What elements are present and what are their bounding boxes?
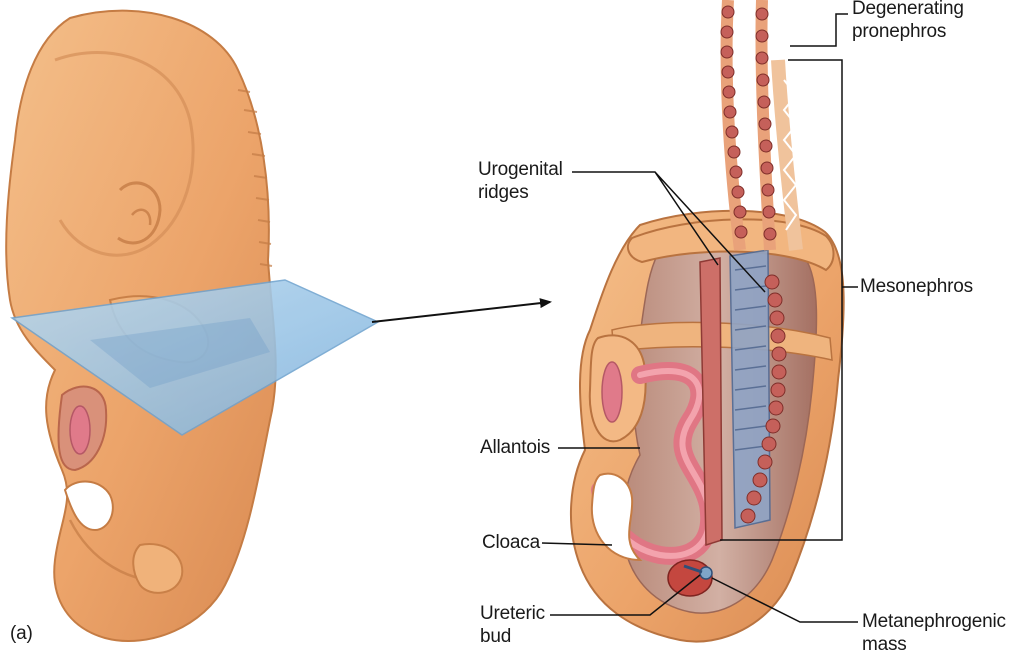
allantois-opening-left	[70, 406, 90, 454]
label-line: bud	[480, 625, 545, 648]
label-line: Metanephrogenic	[862, 610, 1006, 633]
leader-pronephros	[790, 14, 848, 46]
label-cloaca: Cloaca	[482, 531, 540, 554]
label-urogenital-ridges: Urogenital ridges	[478, 158, 563, 204]
panel-label: (a)	[10, 622, 33, 645]
label-ureteric-bud: Ureteric bud	[480, 602, 545, 648]
label-allantois: Allantois	[480, 436, 550, 459]
label-line: pronephros	[852, 20, 964, 43]
label-line: Urogenital	[478, 158, 563, 181]
label-line: ridges	[478, 181, 563, 204]
label-metanephrogenic-mass: Metanephrogenic mass	[862, 610, 1006, 656]
label-degenerating-pronephros: Degenerating pronephros	[852, 0, 964, 43]
label-line: mass	[862, 633, 1006, 656]
label-line: Degenerating	[852, 0, 964, 20]
allantois-lumen	[602, 362, 622, 422]
label-mesonephros: Mesonephros	[860, 275, 973, 298]
section-arrow	[372, 302, 550, 322]
embryo-whole	[6, 11, 378, 641]
ureteric-bud-tip	[700, 567, 712, 579]
label-line: Ureteric	[480, 602, 545, 625]
